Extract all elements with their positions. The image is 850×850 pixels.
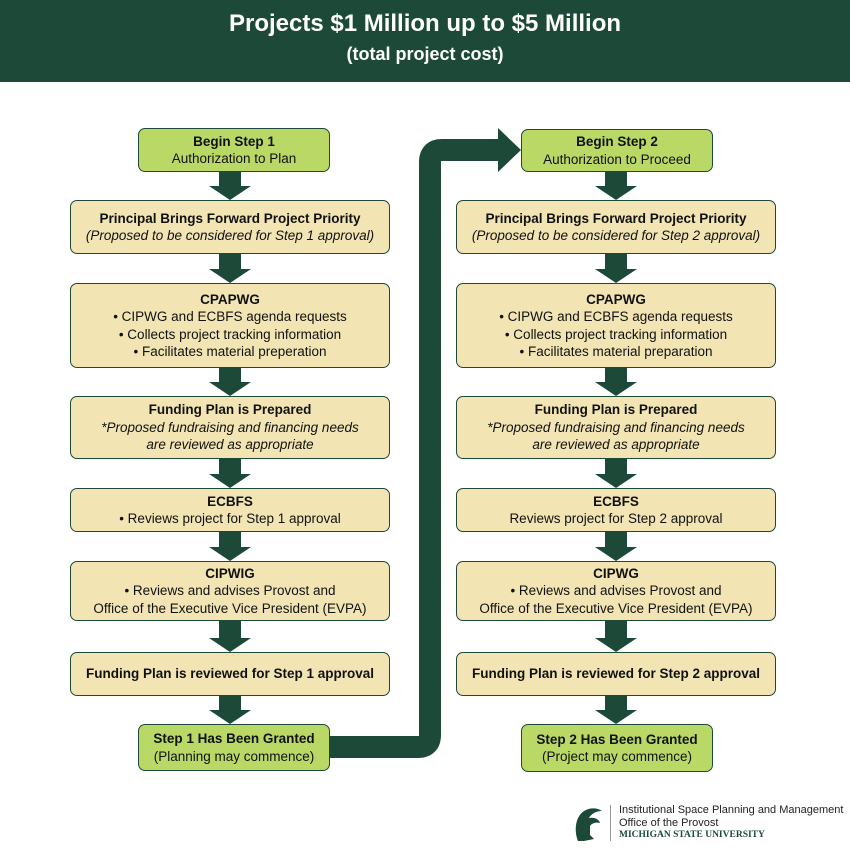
down-arrow-step2-6 [595,621,637,652]
box-text: are reviewed as appropriate [146,437,314,453]
box-text: • Reviews and advises Provost and [124,583,336,599]
step1-box-8: Step 1 Has Been Granted (Planning may com… [138,724,330,771]
footer-logo: Institutional Space Planning and Managem… [572,803,844,843]
page-header: Projects $1 Million up to $5 Million (to… [0,0,850,82]
connector-arrowhead [498,128,521,172]
step2-box-1: Begin Step 2 Authorization to Proceed [521,129,713,172]
box-heading: Funding Plan is reviewed for Step 2 appr… [471,666,761,682]
box-text: • Reviews and advises Provost and [510,583,722,599]
box-heading: Begin Step 2 [576,134,658,149]
box-heading: CPAPWG [586,291,646,307]
down-arrow-step1-6 [209,621,251,652]
box-text: • Collects project tracking information [118,326,342,342]
box-text: (Proposed to be considered for Step 1 ap… [85,228,375,243]
box-text: • Collects project tracking information [504,326,728,342]
step2-box-4: Funding Plan is Prepared*Proposed fundra… [456,396,776,459]
down-arrow-step2-5 [595,532,637,561]
box-heading: Funding Plan is reviewed for Step 1 appr… [85,666,375,682]
step2-box-7: Funding Plan is reviewed for Step 2 appr… [456,652,776,696]
box-heading: Principal Brings Forward Project Priorit… [99,210,361,226]
step1-box-2: Principal Brings Forward Project Priorit… [70,200,390,254]
step1-box-4: Funding Plan is Prepared*Proposed fundra… [70,396,390,459]
box-text: Office of the Executive Vice President (… [479,600,753,616]
down-arrow-step2-1 [595,172,637,200]
box-heading: Step 2 Has Been Granted [536,731,698,747]
page-title: Projects $1 Million up to $5 Million [228,10,622,37]
box-text: • Reviews project for Step 1 approval [119,511,341,526]
box-heading: CIPWG [593,565,639,581]
box-text: *Proposed fundraising and financing need… [487,419,745,435]
down-arrow-step1-3 [209,368,251,396]
step1-box-3: CPAPWG • CIPWG and ECBFS agenda requests •… [70,283,390,368]
box-text: Reviews project for Step 2 approval [509,511,723,526]
box-text: Authorization to Proceed [543,151,691,167]
box-text: Authorization to Plan [171,151,297,166]
box-heading: Funding Plan is Prepared [148,402,312,418]
step2-box-8: Step 2 Has Been Granted (Project may comm… [521,724,713,772]
box-heading: Principal Brings Forward Project Priorit… [485,210,747,226]
logo-divider [610,805,611,841]
box-text: are reviewed as appropriate [532,437,700,453]
step1-box-1: Begin Step 1 Authorization to Plan [138,128,330,172]
down-arrow-step2-3 [595,368,637,396]
box-heading: CIPWIG [205,565,255,581]
box-text: (Planning may commence) [153,748,315,764]
box-text: (Project may commence) [541,749,693,764]
box-text: Office of the Executive Vice President (… [93,600,367,616]
step2-box-2: Principal Brings Forward Project Priorit… [456,200,776,254]
step1-box-5: ECBFS • Reviews project for Step 1 approv… [70,488,390,532]
box-text: • Facilitates material preparation [519,344,713,359]
box-heading: Begin Step 1 [193,133,275,149]
box-text: • CIPWG and ECBFS agenda requests [499,309,733,324]
footer-line-1: Institutional Space Planning and Managem… [619,804,844,816]
page-subtitle: (total project cost) [346,44,504,64]
box-heading: ECBFS [207,493,253,509]
connector-arrow-step1-to-step2 [330,139,500,758]
footer-line-2: Office of the Provost [619,817,719,829]
step1-box-7: Funding Plan is reviewed for Step 1 appr… [70,652,390,696]
box-text: • CIPWG and ECBFS agenda requests [113,309,347,324]
box-text: *Proposed fundraising and financing need… [101,419,359,435]
box-text: (Proposed to be considered for Step 2 ap… [471,228,761,243]
down-arrow-step1-7 [209,696,251,724]
step2-box-3: CPAPWG • CIPWG and ECBFS agenda requests •… [456,283,776,368]
down-arrow-step1-5 [209,532,251,561]
down-arrow-step2-7 [595,696,637,724]
box-heading: ECBFS [593,493,639,509]
box-heading: Step 1 Has Been Granted [153,731,315,746]
down-arrow-step1-1 [209,172,251,200]
spartan-helmet-icon [575,808,602,841]
down-arrow-step2-2 [595,254,637,283]
down-arrow-step2-4 [595,459,637,488]
box-text: • Facilitates material preperation [133,344,327,359]
footer-university: MICHIGAN STATE UNIVERSITY [619,830,765,840]
box-heading: CPAPWG [200,291,260,307]
down-arrow-step1-2 [209,254,251,283]
down-arrow-step1-4 [209,459,251,488]
step2-box-5: ECBFS Reviews project for Step 2 approval [456,488,776,532]
box-heading: Funding Plan is Prepared [534,402,698,418]
